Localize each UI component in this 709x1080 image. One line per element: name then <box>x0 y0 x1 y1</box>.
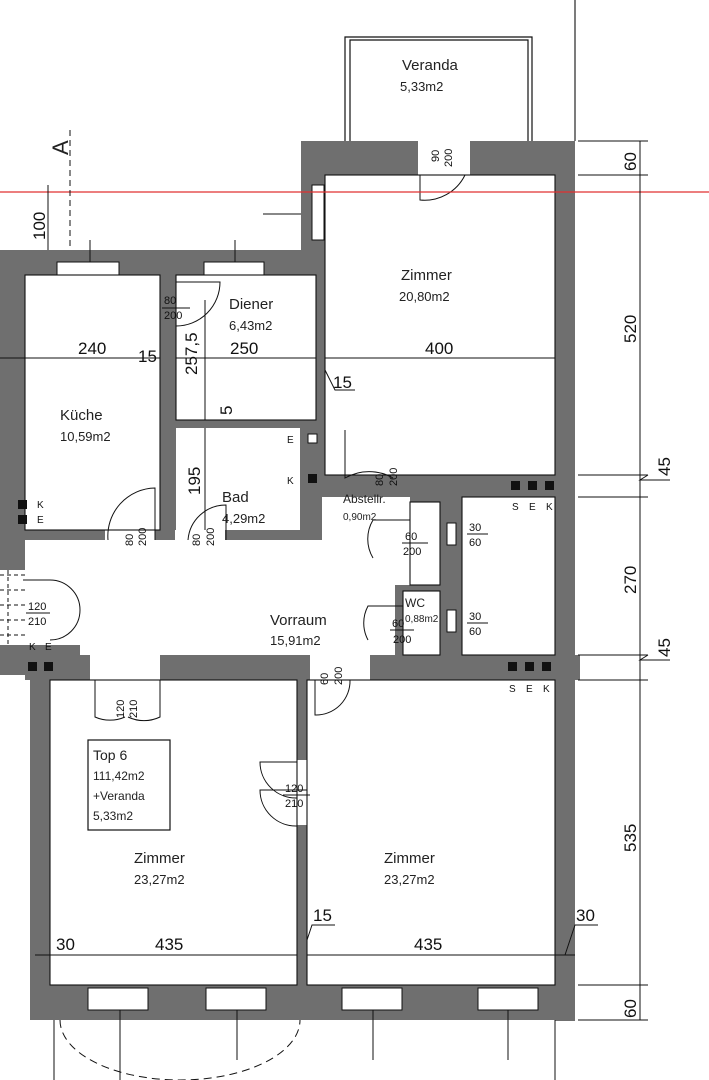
dim-195: 195 <box>185 467 204 495</box>
room-area-wc: 0,88m2 <box>405 614 439 625</box>
svg-text:S: S <box>512 502 519 513</box>
room-name-abstellr: Abstellr. <box>343 492 386 506</box>
room-area-diener: 6,43m2 <box>229 318 272 333</box>
room-name-wc: WC <box>405 596 425 610</box>
unit-extra-area: 5,33m2 <box>93 809 133 823</box>
door-swings <box>23 174 466 1080</box>
svg-text:200: 200 <box>403 546 421 558</box>
svg-text:120: 120 <box>285 783 303 795</box>
svg-text:200: 200 <box>393 634 411 646</box>
dim-5: 5 <box>217 406 236 415</box>
unit-title: Top 6 <box>93 747 127 763</box>
room-name-vorraum: Vorraum <box>270 612 327 629</box>
svg-text:K: K <box>29 642 36 653</box>
room-area-zimmer-left: 23,27m2 <box>134 872 185 887</box>
unit-extra-label: +Veranda <box>93 789 145 803</box>
svg-text:200: 200 <box>443 149 455 167</box>
svg-text:30: 30 <box>469 611 481 623</box>
dim-270: 270 <box>621 566 640 594</box>
svg-text:120: 120 <box>28 601 46 613</box>
dimension-lines <box>0 140 670 1021</box>
dim-15b: 15 <box>333 373 352 392</box>
stair <box>0 570 25 645</box>
svg-text:80: 80 <box>164 295 176 307</box>
svg-text:80: 80 <box>124 534 136 546</box>
svg-text:30: 30 <box>469 522 481 534</box>
dim-257: 257,5 <box>182 332 201 375</box>
svg-text:60: 60 <box>405 531 417 543</box>
section-marker: A <box>48 140 73 155</box>
room-name-zimmer-right: Zimmer <box>384 850 435 867</box>
svg-text:60: 60 <box>469 537 481 549</box>
room-area-kueche: 10,59m2 <box>60 429 111 444</box>
dim-60-top: 60 <box>621 152 640 171</box>
svg-text:E: E <box>529 502 536 513</box>
svg-text:60: 60 <box>392 618 404 630</box>
room-name-diener: Diener <box>229 296 273 313</box>
dim-535: 535 <box>621 824 640 852</box>
dim-435-right: 435 <box>414 935 442 954</box>
svg-text:80: 80 <box>191 534 203 546</box>
svg-text:200: 200 <box>388 468 400 486</box>
svg-text:120: 120 <box>115 700 127 718</box>
room-area-zimmer-right: 23,27m2 <box>384 872 435 887</box>
svg-text:E: E <box>45 642 52 653</box>
room-area-zimmer-top: 20,80m2 <box>399 289 450 304</box>
door-labels: 90 200 80 200 80 200 80 200 80 200 60 20… <box>26 149 488 810</box>
room-area-veranda: 5,33m2 <box>400 79 443 94</box>
dim-435-left: 435 <box>155 935 183 954</box>
svg-text:60: 60 <box>319 673 331 685</box>
windows <box>56 184 539 1011</box>
svg-text:200: 200 <box>164 310 182 322</box>
room-labels: Veranda 5,33m2 Zimmer 20,80m2 Diener 6,4… <box>60 57 459 887</box>
svg-text:E: E <box>526 684 533 695</box>
room-name-bad: Bad <box>222 489 249 506</box>
svg-text:K: K <box>37 500 44 511</box>
room-area-abstellr: 0,90m2 <box>343 512 377 523</box>
dim-15a: 15 <box>138 347 157 366</box>
dim-15c: 15 <box>313 906 332 925</box>
dim-45a: 45 <box>655 457 674 476</box>
dim-240: 240 <box>78 339 106 358</box>
veranda-outline <box>344 36 533 141</box>
room-name-veranda: Veranda <box>402 57 459 74</box>
svg-text:E: E <box>37 515 44 526</box>
unit-area: 111,42m2 <box>93 769 145 783</box>
dim-30-left: 30 <box>56 935 75 954</box>
room-area-bad: 4,29m2 <box>222 511 265 526</box>
svg-text:60: 60 <box>469 626 481 638</box>
svg-text:210: 210 <box>128 700 140 718</box>
svg-text:200: 200 <box>333 667 345 685</box>
dim-100: 100 <box>30 212 49 240</box>
dim-400: 400 <box>425 339 453 358</box>
dim-250: 250 <box>230 339 258 358</box>
svg-text:200: 200 <box>205 528 217 546</box>
svg-text:210: 210 <box>28 616 46 628</box>
svg-text:E: E <box>287 435 294 446</box>
dim-30-right: 30 <box>576 906 595 925</box>
room-name-zimmer-top: Zimmer <box>401 267 452 284</box>
svg-text:S: S <box>509 684 516 695</box>
room-name-kueche: Küche <box>60 407 103 424</box>
dim-45b: 45 <box>655 638 674 657</box>
svg-text:K: K <box>543 684 550 695</box>
unit-info-box: Top 6 111,42m2 +Veranda 5,33m2 <box>87 739 171 831</box>
svg-text:90: 90 <box>430 150 442 162</box>
dim-60-bottom: 60 <box>621 999 640 1018</box>
dimension-labels: 100 240 15 250 257,5 400 15 5 195 60 520… <box>30 152 674 1018</box>
installation-marks: E K S E K S E K K E K E <box>18 433 554 695</box>
svg-text:80: 80 <box>374 474 386 486</box>
room-area-vorraum: 15,91m2 <box>270 633 321 648</box>
room-name-zimmer-left: Zimmer <box>134 850 185 867</box>
svg-text:210: 210 <box>285 798 303 810</box>
svg-text:K: K <box>287 476 294 487</box>
svg-text:200: 200 <box>137 528 149 546</box>
dim-520: 520 <box>621 315 640 343</box>
svg-text:K: K <box>546 502 553 513</box>
